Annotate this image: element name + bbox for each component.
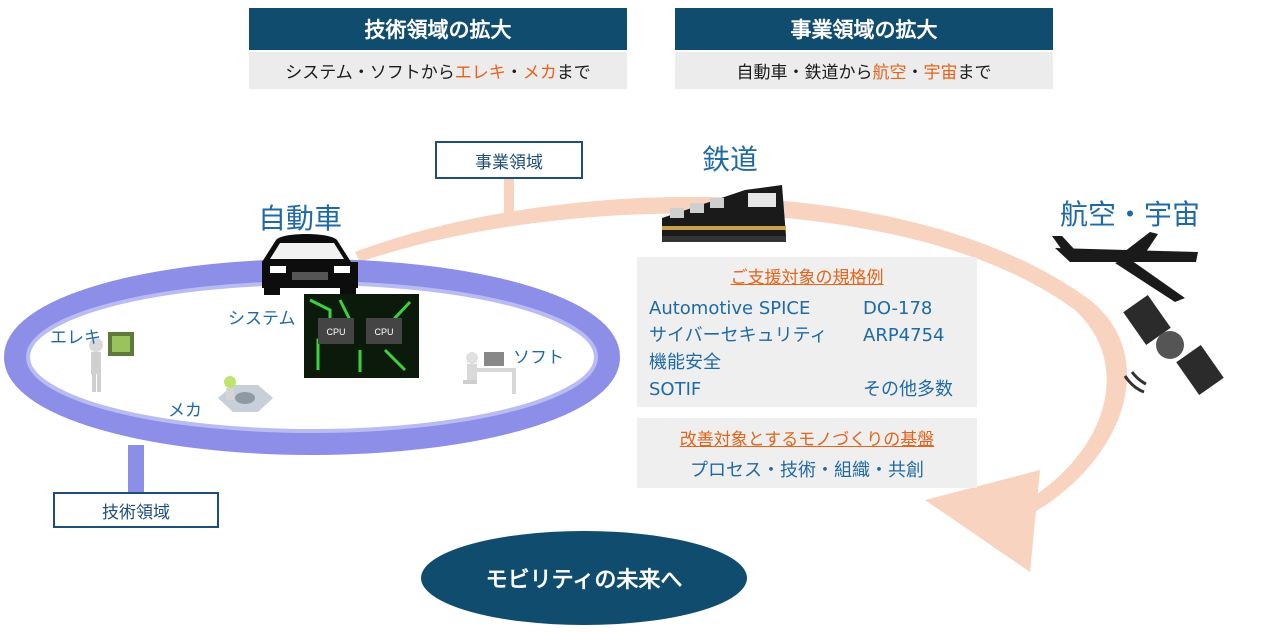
standard-item: Automotive SPICE (649, 298, 811, 319)
standard-item: サイバーセキュリティ (649, 325, 828, 346)
header-right-sub-post: まで (957, 63, 992, 83)
technical-domain-label: 技術領域 (53, 492, 219, 528)
standard-item (863, 349, 953, 376)
electronics-label: エレキ (50, 328, 101, 348)
aero-space-label: 航空・宇宙 (1060, 198, 1201, 231)
circuit-board-icon: CPU CPU (304, 294, 419, 378)
business-arrow-band (355, 196, 1128, 525)
standard-item: SOTIF (649, 379, 702, 400)
header-right-sub-hl1: 航空 (872, 63, 907, 83)
standard-item: その他多数 (863, 379, 953, 400)
software-desk-icon (463, 352, 516, 394)
header-left-sub-post: まで (556, 63, 591, 83)
electronics-figure-icon (89, 332, 134, 392)
header-right-sub-sep: ・ (906, 63, 924, 83)
standard-item: ARP4754 (863, 325, 945, 346)
cpu-chip-label-1: CPU (326, 327, 345, 337)
standard-item: 機能安全 (649, 352, 721, 373)
header-right-subtitle: 自動車・鉄道から航空・宇宙まで (675, 52, 1053, 89)
technical-connector (128, 445, 144, 495)
header-left-sub-hl2: メカ (522, 63, 557, 83)
standards-list-left: Automotive SPICE サイバーセキュリティ 機能安全 SOTIF (649, 295, 828, 403)
header-right-title: 事業領域の拡大 (675, 8, 1053, 50)
automobile-label: 自動車 (258, 202, 343, 235)
satellite-icon (1123, 295, 1224, 395)
header-right-sub-hl2: 宇宙 (923, 63, 958, 83)
header-left-sub-hl1: エレキ (454, 63, 506, 83)
future-oval: モビリティの未来へ (421, 531, 747, 625)
header-right-sub-pre: 自動車・鉄道から (736, 63, 873, 83)
header-left-sub-pre: システム・ソフトから (285, 63, 455, 83)
train-icon (662, 185, 786, 242)
mechanical-label: メカ (168, 401, 202, 421)
business-arrow-head (925, 470, 1040, 572)
foundation-panel-title: 改善対象とするモノづくりの基盤 (679, 430, 935, 450)
standard-item: DO-178 (863, 298, 933, 319)
car-icon (262, 234, 358, 295)
foundation-panel: 改善対象とするモノづくりの基盤 プロセス・技術・組織・共創 (637, 418, 977, 488)
header-left-title: 技術領域の拡大 (249, 8, 627, 50)
railway-label: 鉄道 (702, 143, 759, 176)
foundation-panel-body: プロセス・技術・組織・共創 (690, 460, 924, 481)
cpu-chip-label-2: CPU (374, 327, 393, 337)
airplane-icon (1052, 232, 1198, 302)
system-label: システム (228, 309, 296, 329)
mechanical-nut-icon (218, 376, 273, 412)
business-domain-label: 事業領域 (435, 141, 583, 179)
header-left-subtitle: システム・ソフトからエレキ・メカまで (249, 52, 627, 89)
header-left-sub-sep: ・ (505, 63, 523, 83)
standards-list-right: DO-178 ARP4754 その他多数 (863, 295, 953, 403)
standards-panel: ご支援対象の規格例 Automotive SPICE サイバーセキュリティ 機能… (637, 257, 977, 407)
software-label: ソフト (513, 348, 564, 368)
standards-panel-title: ご支援対象の規格例 (730, 268, 884, 288)
